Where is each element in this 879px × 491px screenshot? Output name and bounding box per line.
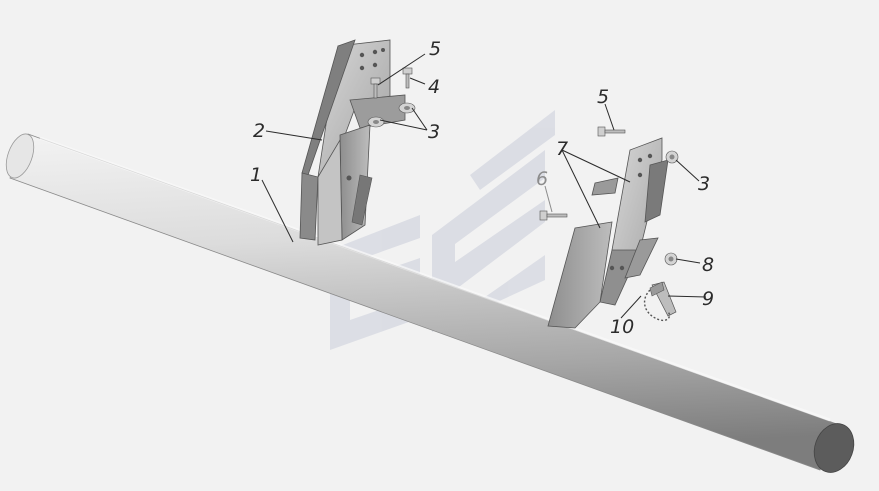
pin-part-9 xyxy=(649,281,677,317)
callout-10: 10 xyxy=(610,316,634,338)
callout-7: 7 xyxy=(556,138,568,160)
callout-8: 8 xyxy=(702,254,714,276)
callout-9: 9 xyxy=(702,288,714,310)
callout-5-left: 5 xyxy=(429,38,441,60)
nut-part-3-left xyxy=(367,102,416,128)
bolt-part-4 xyxy=(370,67,413,99)
right-bracket-part-7 xyxy=(547,137,669,329)
nut-part-3-right xyxy=(665,150,679,164)
callout-labels: 1 2 3 3 4 5 5 6 7 8 9 10 xyxy=(250,38,714,338)
tube-part-1 xyxy=(5,133,855,473)
left-bracket-part-2 xyxy=(299,39,406,246)
nut-part-8 xyxy=(664,252,678,266)
callout-3-left: 3 xyxy=(428,121,440,143)
callout-5-right: 5 xyxy=(597,86,609,108)
callout-6: 6 xyxy=(536,168,548,190)
callout-4: 4 xyxy=(428,76,440,98)
leader-lines xyxy=(261,53,707,319)
callout-3-right: 3 xyxy=(698,173,710,195)
callout-1: 1 xyxy=(250,164,262,186)
bolt-part-5-right xyxy=(597,126,626,137)
bolt-part-6 xyxy=(539,210,568,221)
callout-2: 2 xyxy=(253,120,265,142)
